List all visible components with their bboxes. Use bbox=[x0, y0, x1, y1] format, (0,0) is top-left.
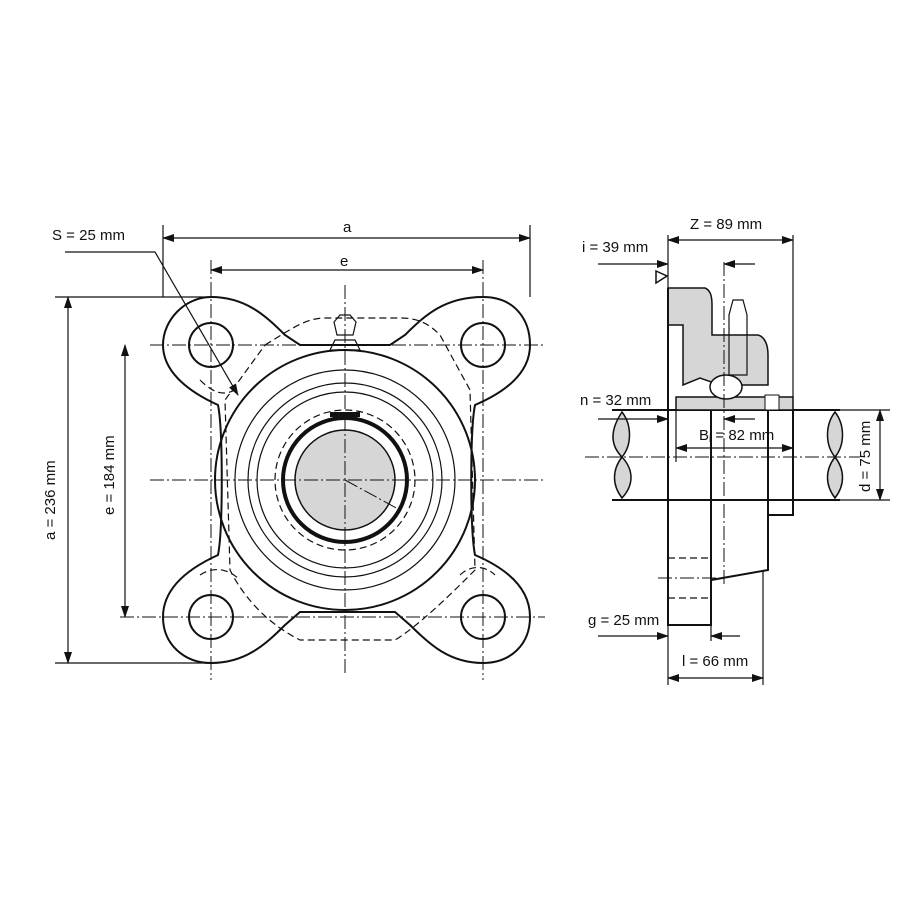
radius-line bbox=[344, 479, 401, 511]
side-view: Z = 89 mm i = 39 mm n = 32 mm Bi = 82 mm… bbox=[580, 216, 890, 685]
shaft bbox=[612, 409, 840, 501]
dim-label-n: n = 32 mm bbox=[580, 392, 651, 409]
dim-label-i: i = 39 mm bbox=[582, 239, 648, 256]
ball bbox=[709, 374, 743, 400]
dim-label-bi: Bi = 82 mm bbox=[699, 427, 774, 445]
dim-s-leader bbox=[65, 251, 239, 396]
dim-label-l: l = 66 mm bbox=[682, 653, 748, 670]
dim-label-a-side: a = 236 mm bbox=[42, 460, 59, 540]
reference-triangle-icon bbox=[655, 269, 669, 285]
set-screw-side bbox=[764, 394, 780, 411]
grease-nipple bbox=[329, 314, 361, 351]
dim-label-d: d = 75 mm bbox=[857, 421, 874, 492]
grease-nipple-side bbox=[728, 299, 748, 376]
hidden-contour bbox=[224, 317, 476, 641]
dim-label-a: a bbox=[343, 219, 352, 236]
dim-label-e: e bbox=[340, 253, 348, 270]
housing-outline bbox=[667, 288, 794, 626]
set-screw bbox=[330, 412, 360, 417]
dim-label-e-side: e = 184 mm bbox=[101, 435, 118, 515]
dim-label-z: Z = 89 mm bbox=[690, 216, 762, 233]
housing-section bbox=[667, 287, 769, 387]
shaft-break-right bbox=[826, 410, 844, 500]
front-view: a e S = 25 mm a = 236 mm e = 184 mm bbox=[42, 219, 545, 680]
dim-label-g: g = 25 mm bbox=[588, 612, 659, 629]
hidden-bolt-hole bbox=[668, 557, 711, 599]
flange-outline bbox=[161, 295, 532, 665]
shaft-break-left bbox=[612, 410, 632, 500]
dim-label-s: S = 25 mm bbox=[52, 227, 125, 244]
